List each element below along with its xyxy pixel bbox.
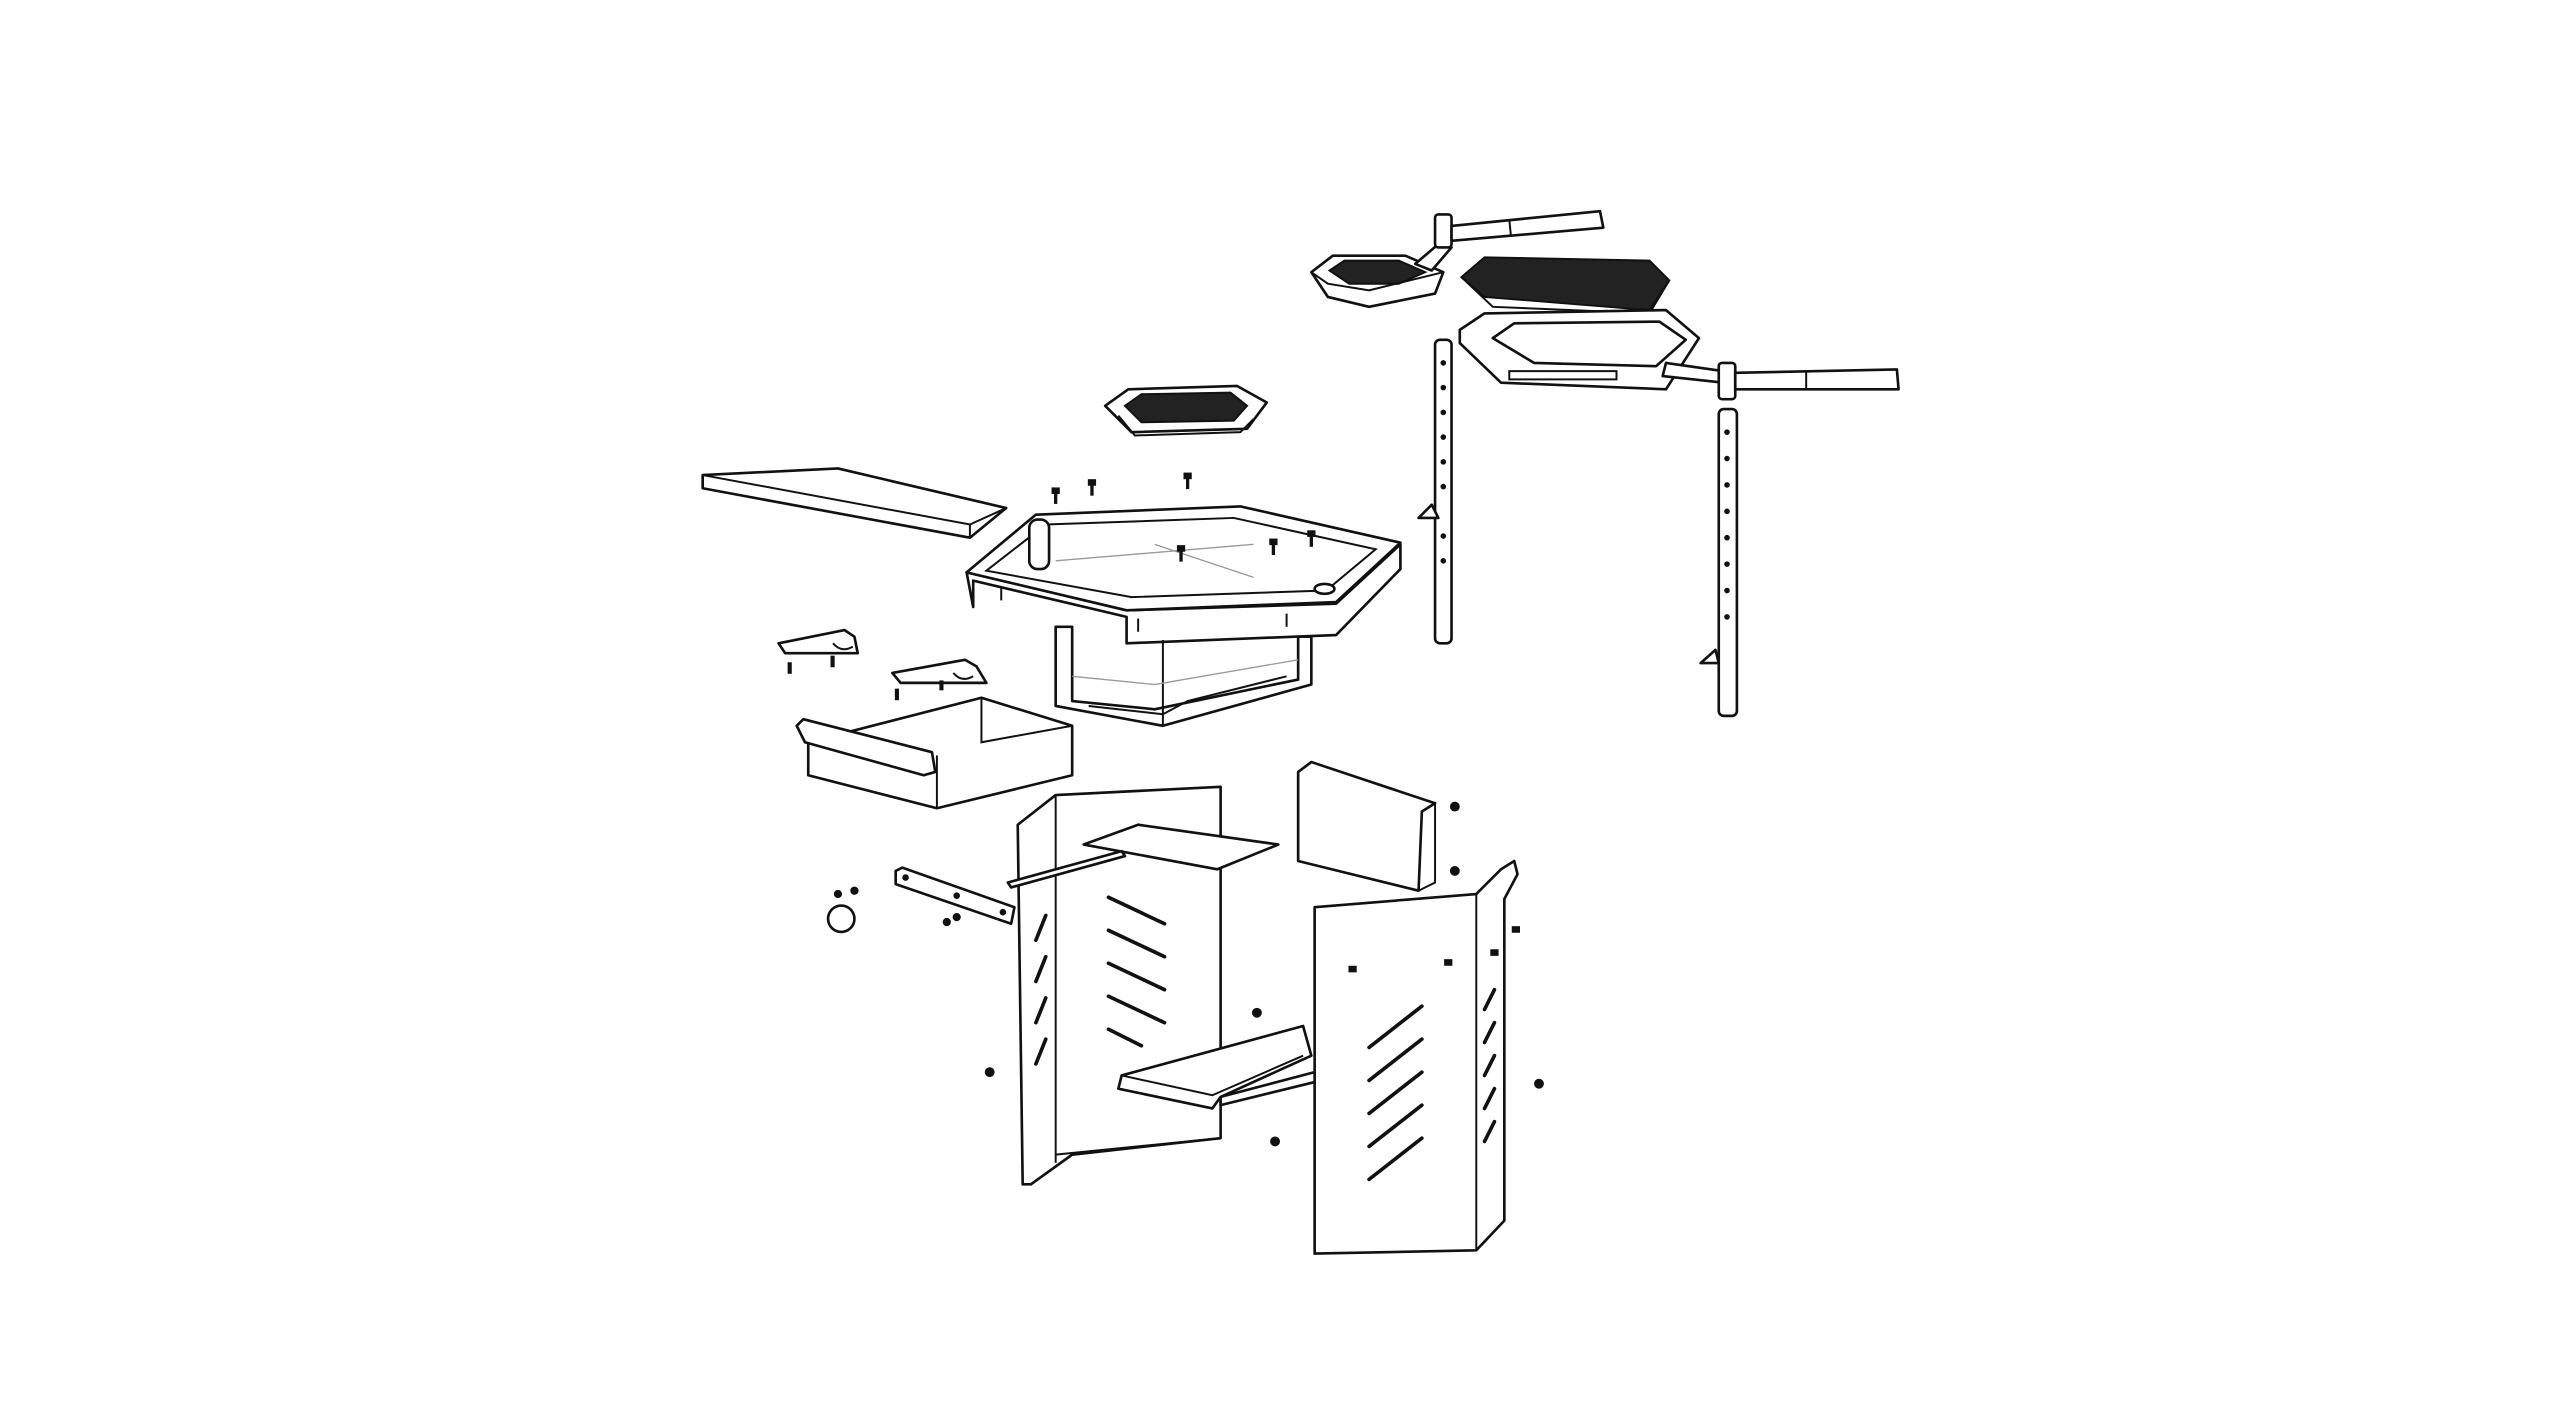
- bracket-strip: [894, 866, 1016, 926]
- lower-shelf: [1117, 1024, 1316, 1110]
- side-shelf: [701, 467, 1008, 540]
- base-frame: [1054, 625, 1313, 728]
- hook-right: [891, 658, 988, 685]
- screws: [787, 472, 1544, 1147]
- cap: [826, 904, 856, 934]
- back-plate: [1296, 760, 1437, 893]
- grill-ring: [1458, 308, 1900, 401]
- fire-bowl: [965, 505, 1402, 645]
- grill-grate: [1459, 256, 1671, 315]
- hook-left: [777, 628, 860, 655]
- pole-right: [1699, 407, 1739, 718]
- upper-shelf-plate: [1006, 823, 1280, 889]
- pole-left: [1417, 338, 1453, 645]
- right-panel: [1313, 859, 1519, 1255]
- charcoal-tray: [1310, 254, 1445, 309]
- charcoal-grate: [1103, 384, 1269, 437]
- ash-drawer: [795, 696, 1074, 810]
- tray-handle: [1413, 209, 1605, 272]
